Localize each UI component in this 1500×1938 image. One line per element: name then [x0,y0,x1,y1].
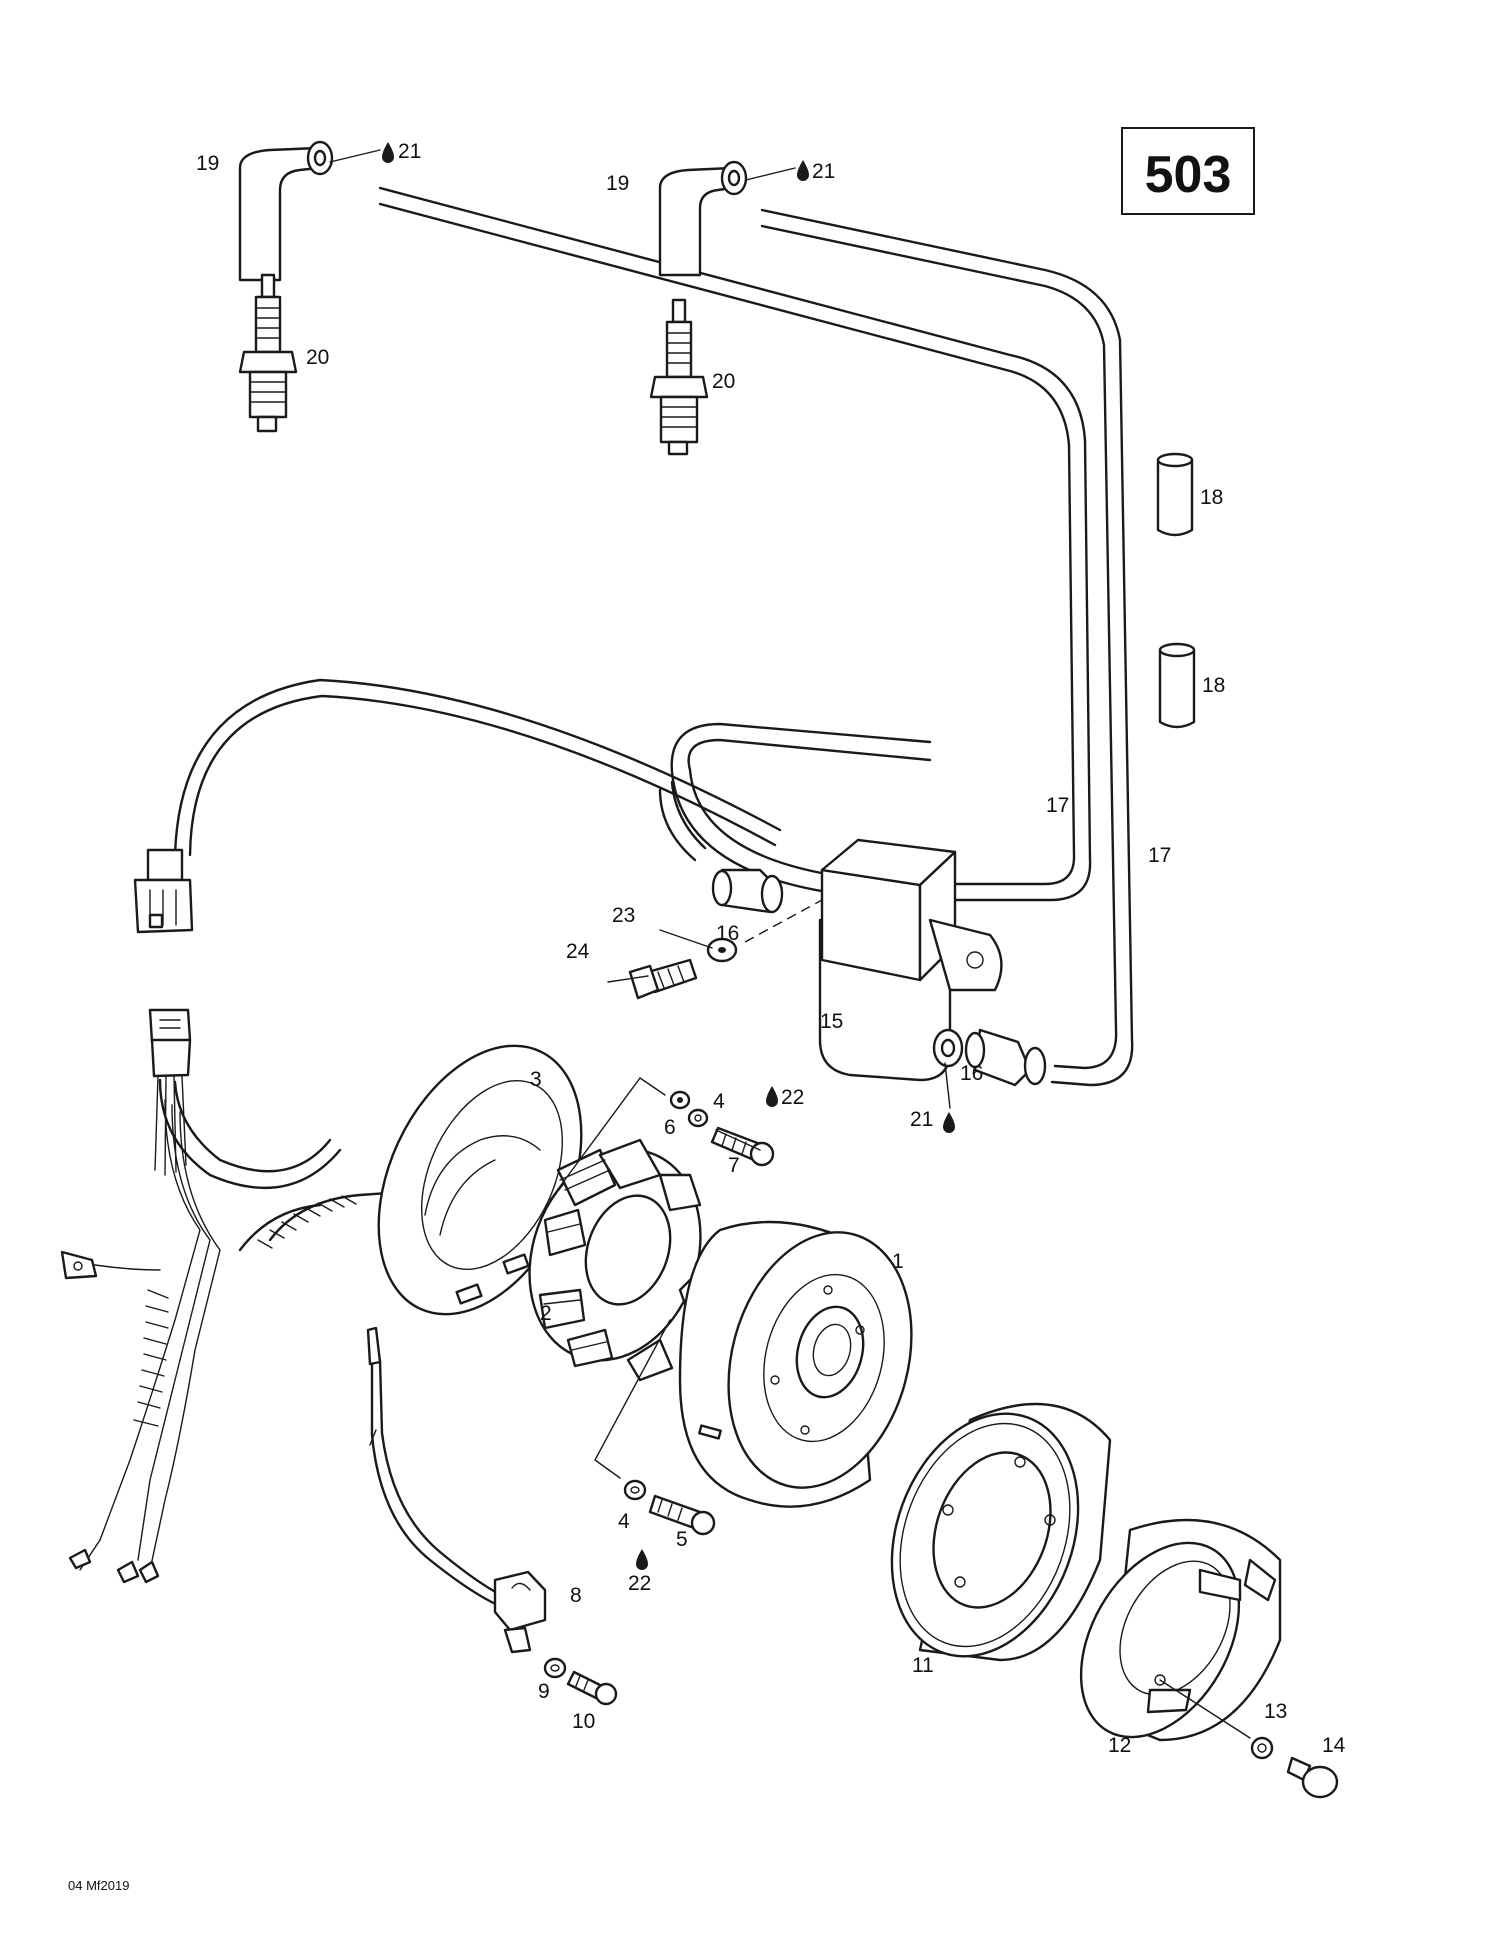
callout-18-upper: 18 [1200,486,1223,509]
sleeve-upper [1156,452,1194,537]
harness-connector-female [148,1008,192,1176]
spark-plug-right [649,298,709,456]
callout-21-left: 21 [398,140,421,163]
callout-4-lower: 4 [618,1510,630,1533]
callout-12: 12 [1108,1734,1131,1757]
coil-screw [628,958,698,1000]
callout-24: 24 [566,940,590,963]
callout-17-outer: 17 [1148,844,1171,867]
trigger-wire [366,1326,514,1612]
callout-1: 1 [892,1250,904,1273]
sleeve-lower [1158,642,1196,729]
flywheel [678,1220,913,1508]
drop-icon [636,1549,648,1570]
callout-17-inner: 17 [1046,794,1069,817]
spark-plug-cap-left [238,140,334,282]
trigger-coil [493,1570,547,1654]
drop-icon [797,160,809,181]
callout-2: 2 [540,1302,552,1325]
callout-19-right: 19 [606,172,629,195]
callout-21-right: 21 [812,160,835,183]
coil-mount-dashline [744,899,823,943]
diagram-number-box: 503 [1121,127,1255,215]
callout-20-left: 20 [306,346,329,369]
drop-icon [382,142,394,163]
spark-plug-cap-right [658,160,748,277]
drop-icon [943,1112,955,1133]
stator-plate [377,1044,583,1316]
high-tension-wire-outer [760,208,1134,1087]
wiring-harness [79,678,782,1571]
starter-pulley [1079,1518,1282,1742]
callout-14: 14 [1322,1734,1346,1757]
callout-9: 9 [538,1680,550,1703]
callout-23: 23 [612,904,635,927]
leader-bracket-upper [549,1077,666,1201]
starter-cup [890,1402,1112,1662]
callout-11: 11 [912,1654,934,1677]
connector-upper [711,868,784,914]
washer-4-upper [687,1108,709,1128]
shoulder-bolt-14 [1286,1756,1339,1799]
callout-5: 5 [676,1528,688,1551]
washer [706,937,738,963]
leader-12-13 [1159,1679,1251,1739]
callout-16-upper: 16 [716,922,739,945]
callout-13: 13 [1264,1700,1287,1723]
callout-4-upper: 4 [713,1090,725,1113]
ignition-coil [818,838,1003,1082]
callout-7: 7 [728,1154,740,1177]
drop-icon [766,1086,778,1107]
washer-9 [543,1657,567,1679]
wire-terminals [68,1548,160,1584]
diagram-number: 503 [1145,146,1232,204]
callout-6: 6 [664,1116,676,1139]
leader-bracket-lower [594,1319,671,1479]
callout-19-left: 19 [196,152,219,175]
drawing-code: 04 Mf2019 [68,1878,129,1893]
callout-15: 15 [820,1010,843,1033]
callout-16-lower: 16 [960,1062,983,1085]
callout-22-lower: 22 [628,1572,651,1595]
lock-washer-6 [669,1090,691,1110]
callout-20-right: 20 [712,370,735,393]
spark-plug-left [238,273,298,433]
screw-5 [648,1494,716,1536]
connector-lower [964,1028,1047,1087]
callout-22-upper: 22 [781,1086,804,1109]
callout-8: 8 [570,1584,582,1607]
callout-21-coil: 21 [910,1108,933,1131]
high-tension-wire-inner [378,186,1092,902]
leader-lines [329,149,951,1151]
ground-terminal [60,1250,98,1280]
washer-4-lower [623,1479,647,1501]
callout-3: 3 [530,1068,542,1091]
harness-connector-male [133,848,194,934]
screw-10 [566,1670,618,1706]
callout-18-lower: 18 [1202,674,1225,697]
lock-washer-13 [1250,1736,1274,1760]
screw-7 [710,1126,775,1167]
callout-10: 10 [572,1710,595,1733]
spiral-wrap [133,1195,357,1427]
